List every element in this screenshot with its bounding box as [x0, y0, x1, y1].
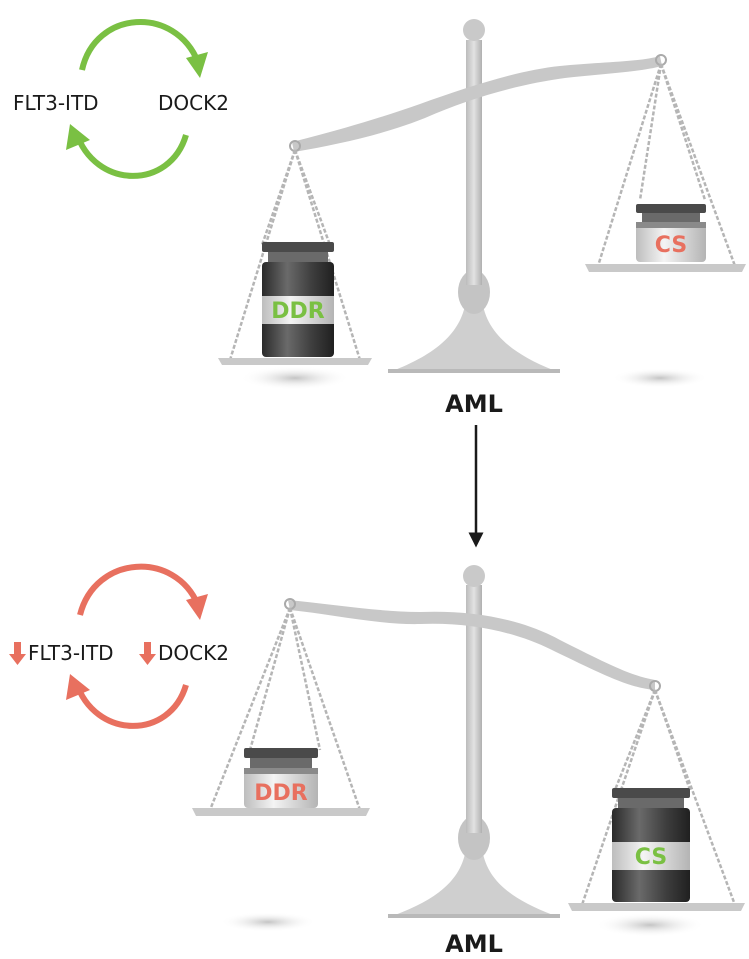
top-scale: DDR CS AML — [218, 19, 746, 418]
bottom-gene-flt3-itd: FLT3-ITD — [28, 641, 114, 665]
top-scale-base-plate — [388, 369, 560, 373]
bottom-gene-dock2: DOCK2 — [158, 641, 229, 665]
bottom-weight-cs: CS — [612, 788, 690, 902]
bottom-scale-base — [395, 848, 553, 915]
top-right-chains — [596, 63, 737, 267]
top-weight-cs-label: CS — [655, 233, 687, 258]
top-loop-arrowhead-upper — [186, 52, 208, 78]
top-weight-ddr: DDR — [262, 242, 334, 357]
top-weight-cs: CS — [636, 204, 706, 262]
bottom-panel: FLT3-ITD DOCK2 — [9, 563, 745, 958]
top-gene-flt3-itd: FLT3-ITD — [13, 91, 99, 115]
bottom-scale-finial — [463, 565, 485, 587]
bottom-weight-ddr: DDR — [244, 748, 318, 808]
top-gene-dock2: DOCK2 — [158, 91, 229, 115]
top-scale-beam — [292, 56, 662, 152]
bottom-aml-caption: AML — [445, 930, 503, 958]
top-left-pan — [218, 358, 372, 365]
top-panel: FLT3-ITD DOCK2 — [13, 19, 746, 418]
bottom-shadow-left — [220, 912, 316, 932]
bottom-loop-arrow-upper — [77, 563, 201, 616]
bottom-right-pan — [568, 903, 745, 911]
top-shadow-left — [240, 366, 350, 390]
top-weight-ddr-label: DDR — [271, 299, 325, 324]
bottom-left-chains — [208, 607, 362, 811]
top-scale-pole — [466, 40, 482, 285]
down-arrow-icon — [9, 642, 26, 665]
top-feedback-loop: FLT3-ITD DOCK2 — [13, 19, 229, 179]
bottom-feedback-loop: FLT3-ITD DOCK2 — [9, 563, 229, 729]
top-shadow-right — [612, 368, 708, 388]
bottom-weight-cs-label: CS — [635, 845, 667, 870]
bottom-right-chains — [580, 689, 737, 906]
bottom-scale-pole — [466, 585, 482, 833]
top-loop-arrow-lower — [73, 131, 189, 179]
top-loop-arrow-upper — [79, 19, 201, 71]
bottom-left-pan — [192, 808, 370, 816]
bottom-scale: DDR CS AML — [192, 565, 745, 958]
bottom-loop-arrowhead-upper — [186, 594, 208, 620]
top-aml-caption: AML — [445, 390, 503, 418]
bottom-loop-arrowhead-lower — [66, 674, 90, 700]
top-right-pan — [585, 264, 746, 272]
bottom-scale-beam — [288, 600, 655, 690]
top-scale-finial — [463, 19, 485, 41]
bottom-scale-base-plate — [388, 914, 560, 918]
down-arrow-icon — [139, 642, 156, 665]
top-loop-arrowhead-lower — [66, 124, 90, 150]
bottom-weight-ddr-label: DDR — [254, 781, 308, 806]
bottom-shadow-right — [595, 913, 705, 937]
top-scale-base — [395, 300, 553, 370]
bottom-loop-arrow-lower — [73, 681, 189, 729]
